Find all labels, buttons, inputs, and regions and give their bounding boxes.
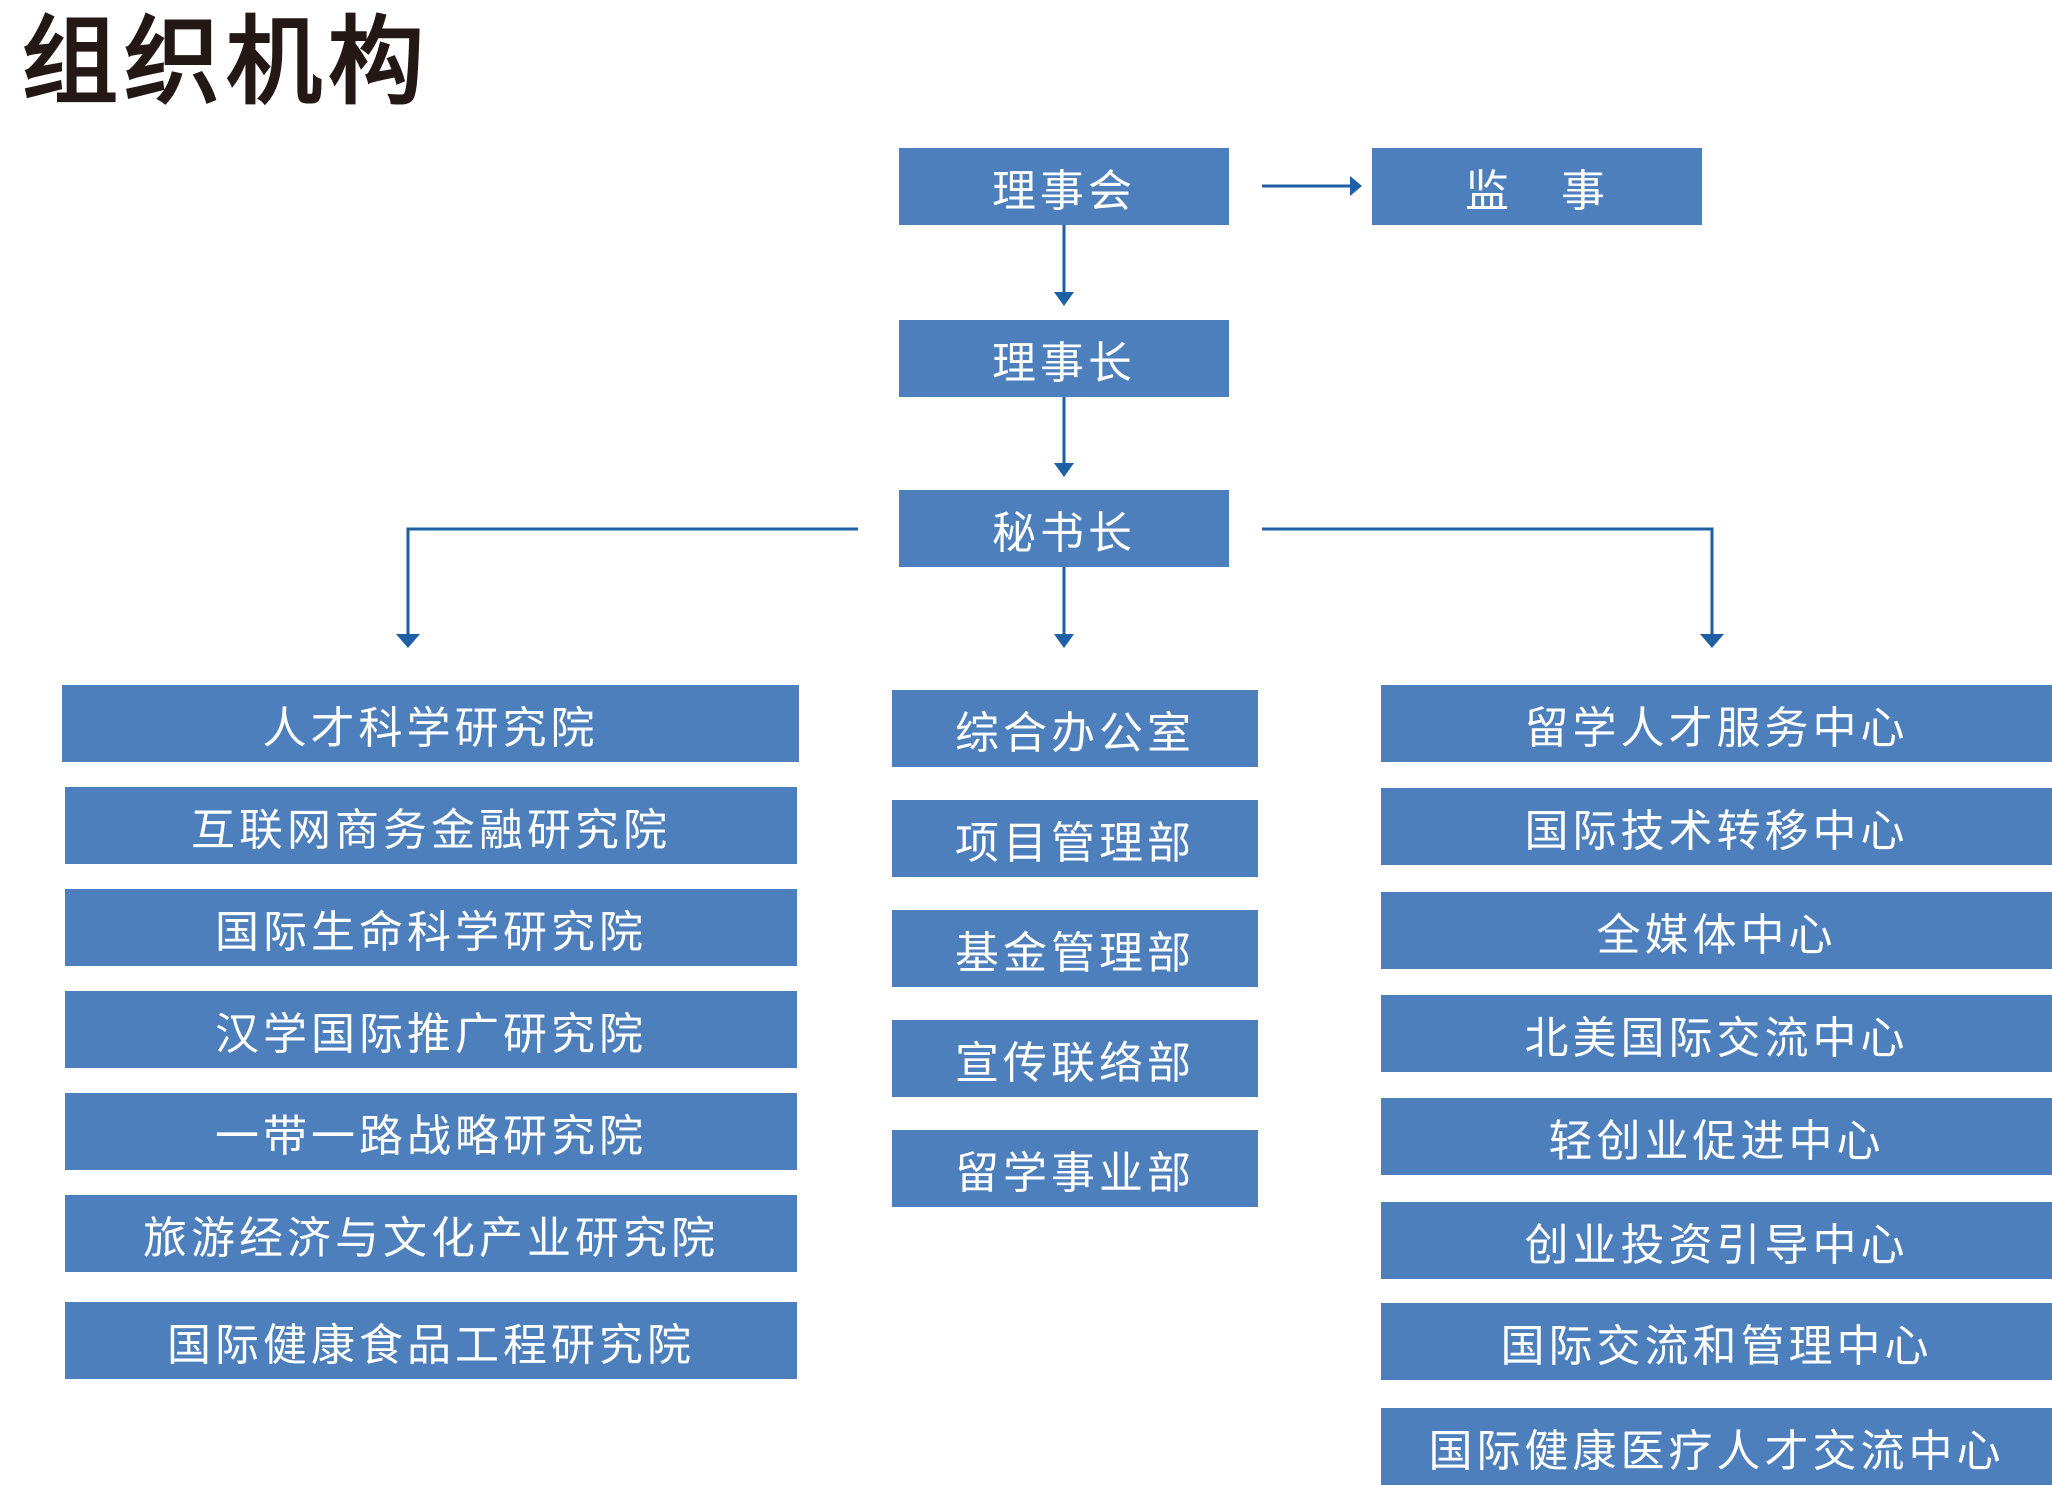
institute-box: 国际生命科学研究院	[65, 889, 797, 966]
institute-box: 人才科学研究院	[62, 685, 799, 762]
center-box: 国际健康医疗人才交流中心	[1381, 1408, 2052, 1485]
center-box: 北美国际交流中心	[1381, 995, 2052, 1072]
department-box: 综合办公室	[892, 690, 1258, 767]
institute-box: 互联网商务金融研究院	[65, 787, 797, 864]
center-box: 创业投资引导中心	[1381, 1202, 2052, 1279]
department-box: 宣传联络部	[892, 1020, 1258, 1097]
department-box: 留学事业部	[892, 1130, 1258, 1207]
page-title: 组织机构	[22, 6, 430, 118]
center-box: 轻创业促进中心	[1381, 1098, 2052, 1175]
center-box: 国际技术转移中心	[1381, 788, 2052, 865]
board-box: 理事会	[899, 148, 1229, 225]
institute-box: 国际健康食品工程研究院	[65, 1302, 797, 1379]
department-box: 项目管理部	[892, 800, 1258, 877]
secretary-general-box: 秘书长	[899, 490, 1229, 567]
institute-box: 一带一路战略研究院	[65, 1093, 797, 1170]
center-box: 留学人才服务中心	[1381, 685, 2052, 762]
center-box: 国际交流和管理中心	[1381, 1303, 2052, 1380]
department-box: 基金管理部	[892, 910, 1258, 987]
institute-box: 汉学国际推广研究院	[65, 991, 797, 1068]
arrow-secretary-to-centers	[1262, 527, 1714, 634]
arrow-secretary-to-institutes	[406, 527, 858, 634]
center-box: 全媒体中心	[1381, 892, 2052, 969]
chairman-box: 理事长	[899, 320, 1229, 397]
institute-box: 旅游经济与文化产业研究院	[65, 1195, 797, 1272]
supervisor-box: 监 事	[1372, 148, 1702, 225]
